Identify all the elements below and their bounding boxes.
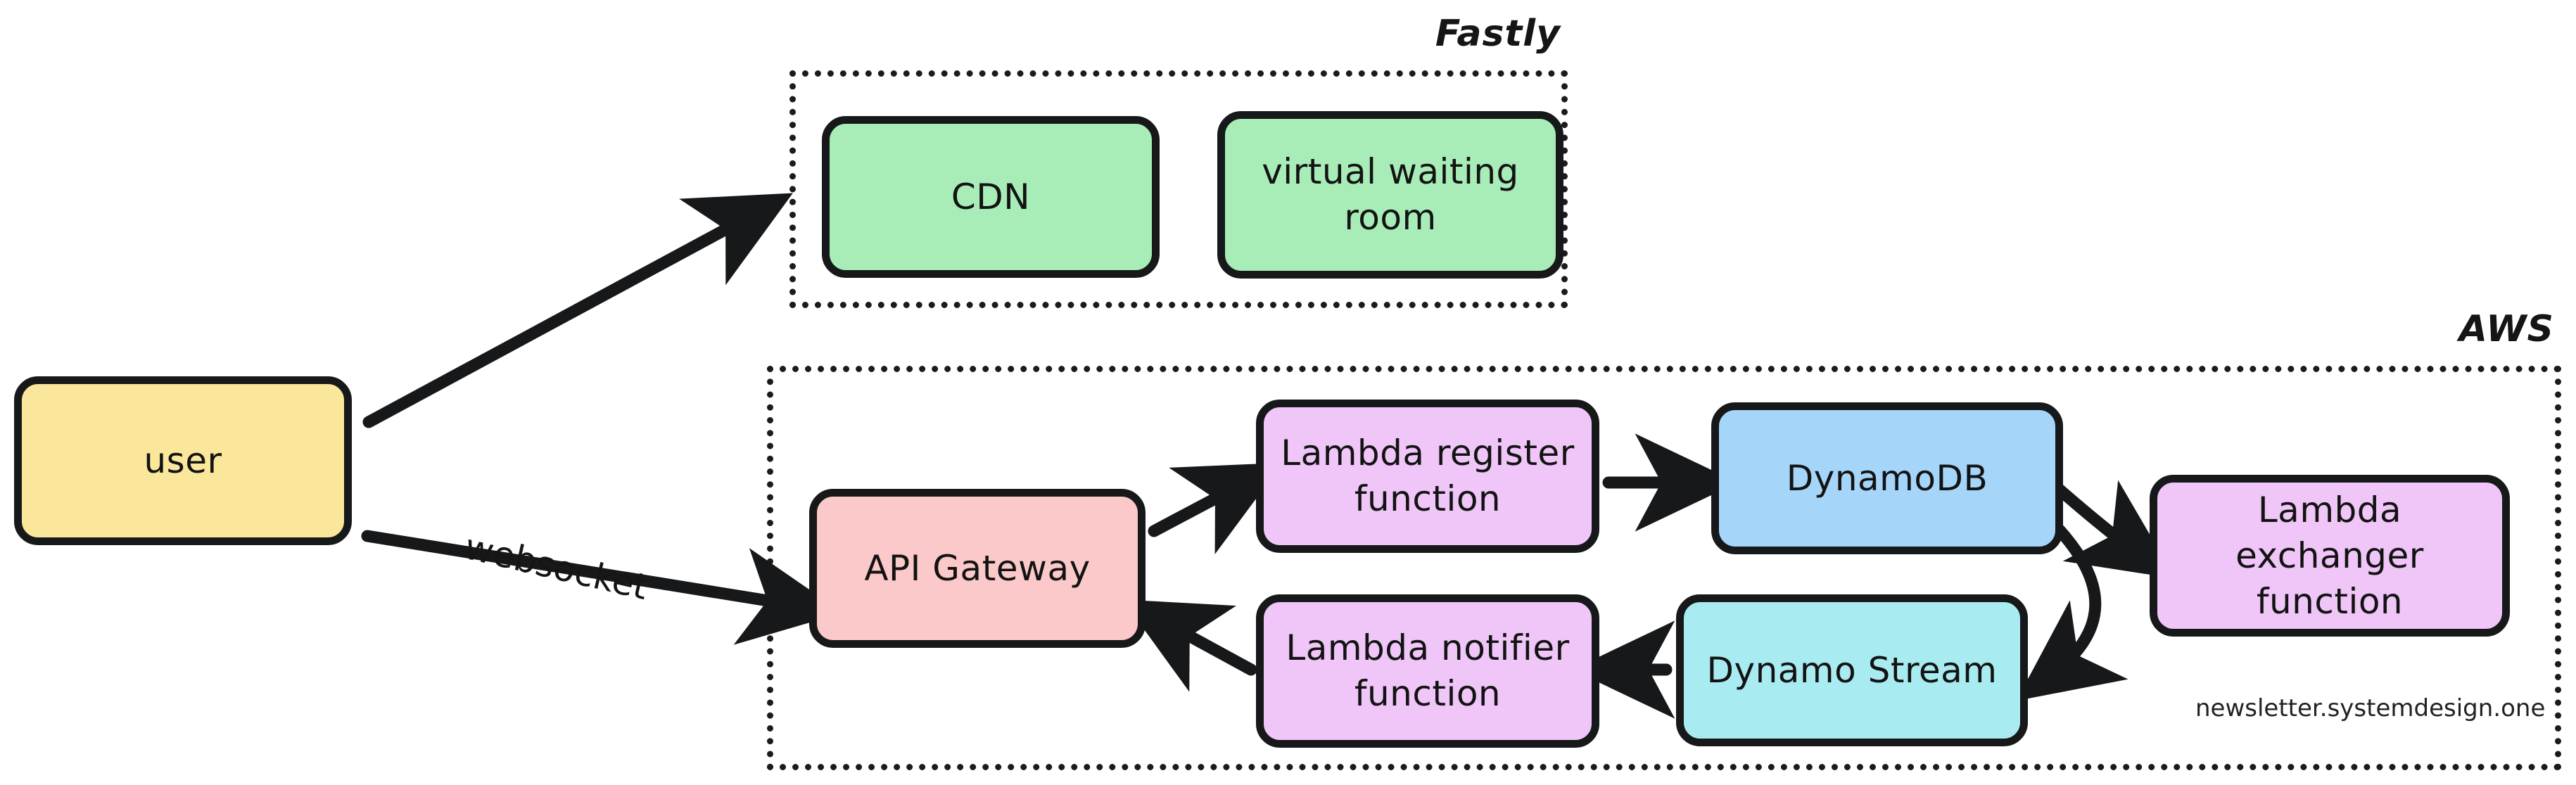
node-lambda-notifier-function[interactable]: Lambda notifier function [1256,594,1599,748]
group-label-aws: AWS [2458,308,2554,350]
node-lambda-notifier-function-label: Lambda notifier function [1286,627,1570,714]
group-fastly [789,70,1568,308]
node-dynamodb[interactable]: DynamoDB [1711,402,2063,554]
node-virtual-waiting-room[interactable]: virtual waiting room [1217,111,1563,279]
node-virtual-waiting-room-label: virtual waiting room [1262,151,1519,238]
node-dynamodb-label: DynamoDB [1786,457,1988,499]
node-user-label: user [144,440,222,481]
node-dynamo-stream[interactable]: Dynamo Stream [1676,594,2028,746]
node-cdn[interactable]: CDN [822,116,1160,278]
node-lambda-register-function-label: Lambda register function [1281,433,1575,519]
node-lambda-exchanger-function-label: Lambda exchanger function [2235,489,2424,622]
node-cdn-label: CDN [951,176,1031,217]
node-api-gateway[interactable]: API Gateway [809,489,1146,648]
node-user[interactable]: user [14,376,352,545]
node-dynamo-stream-label: Dynamo Stream [1706,649,1998,691]
edge-user-to-fastly [362,193,793,428]
edge-label-websocket: websocket [460,526,652,608]
watermark: newsletter.systemdesign.one [2195,694,2546,722]
group-label-fastly: Fastly [1435,13,1561,55]
node-api-gateway-label: API Gateway [864,547,1091,589]
node-lambda-exchanger-function[interactable]: Lambda exchanger function [2150,475,2510,637]
node-lambda-register-function[interactable]: Lambda register function [1256,400,1599,553]
